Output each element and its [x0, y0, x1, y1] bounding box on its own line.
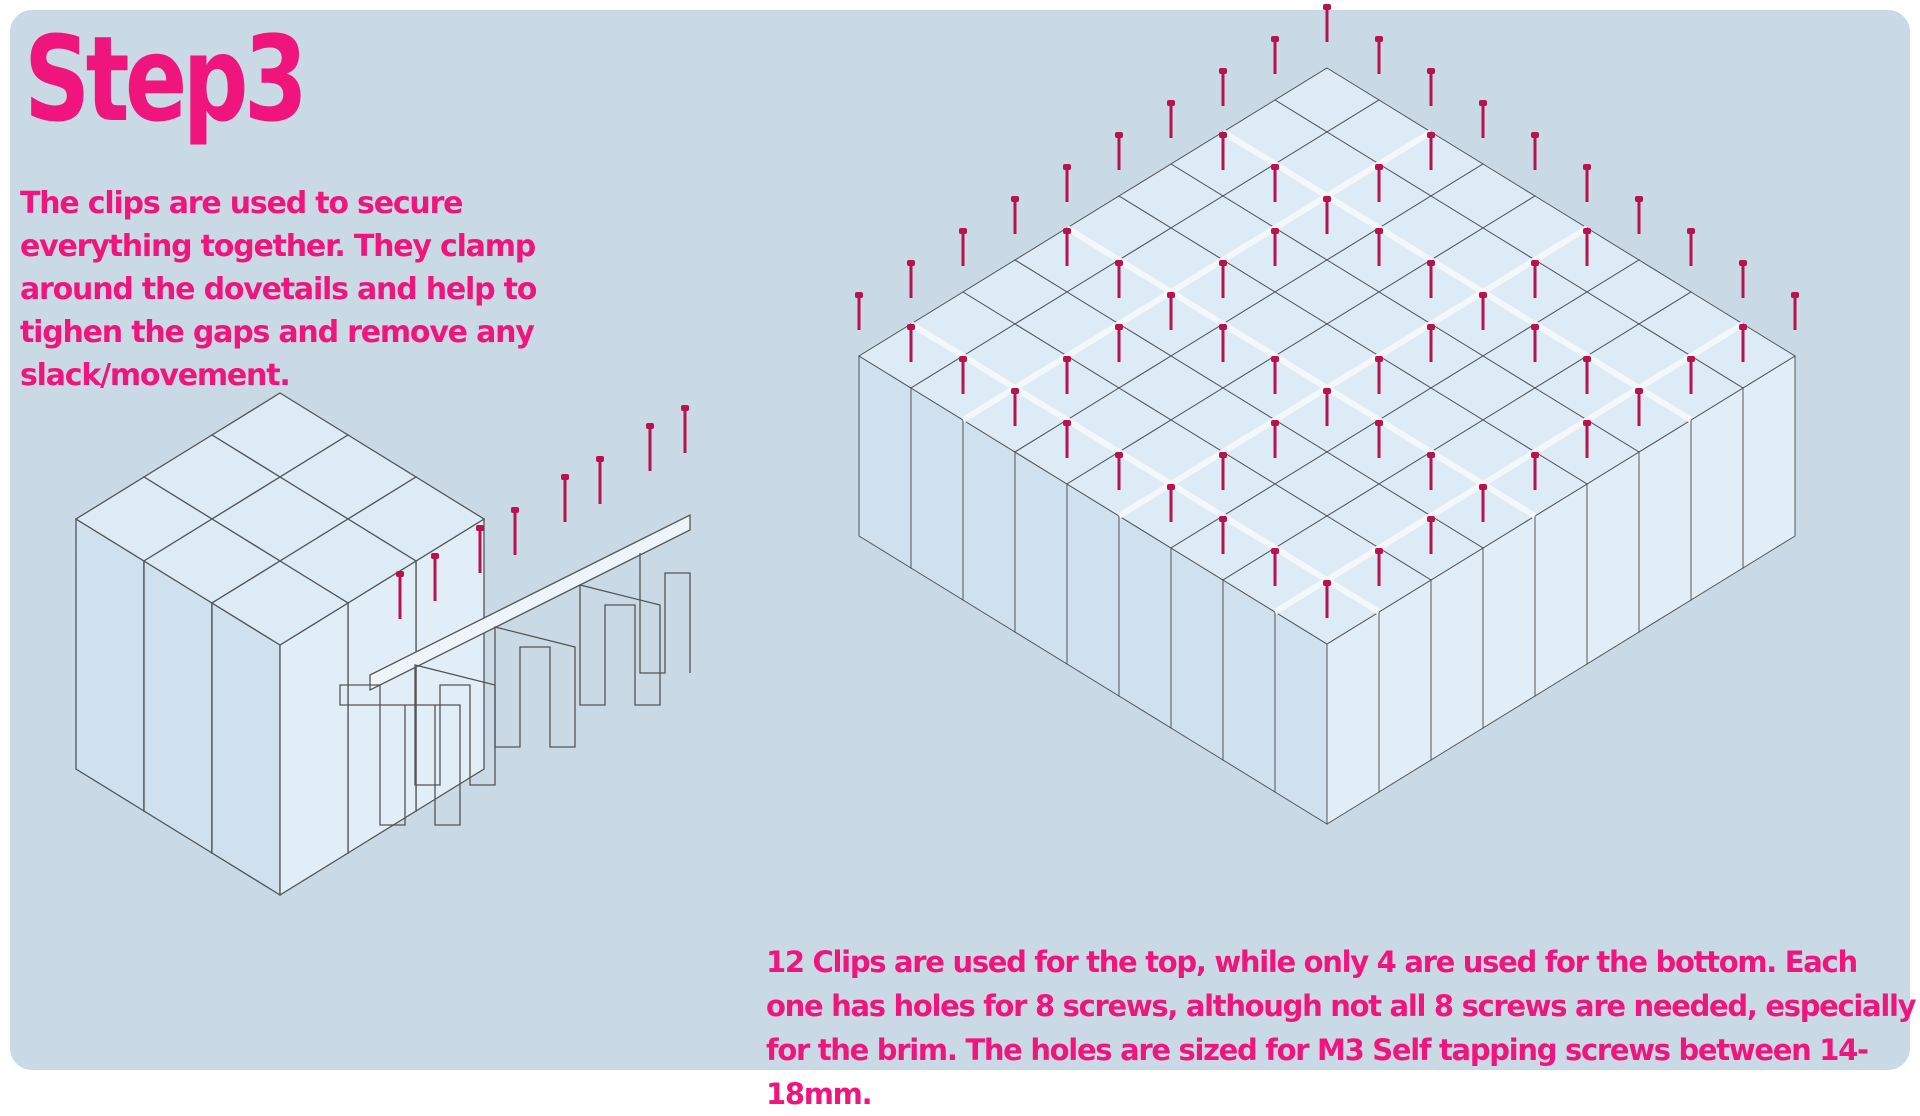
screw-icon [855, 292, 863, 330]
screw-icon [476, 525, 484, 573]
screw-icon [1323, 196, 1331, 234]
clip-illustration [1221, 129, 1693, 423]
screw-icon [1427, 260, 1435, 298]
block-grid-large [858, 67, 1796, 825]
screw-icon [1583, 164, 1591, 202]
screw-icon [1271, 548, 1279, 586]
clip-illustration [961, 129, 1433, 423]
screw-icon [1271, 164, 1279, 202]
screw-icon [1375, 356, 1383, 394]
clip-illustration [1273, 321, 1745, 615]
screw-icon [1687, 356, 1695, 394]
clip-count-text: 12 Clips are used for the top, while onl… [766, 945, 1917, 1111]
screw-icon [1219, 516, 1227, 554]
clip-illustration [909, 321, 1381, 615]
screw-icon [1271, 420, 1279, 458]
screw-icon [1011, 196, 1019, 234]
screw-icon [959, 356, 967, 394]
screw-icon [1583, 356, 1591, 394]
clip-illustration [339, 513, 691, 826]
block-grid-small [74, 392, 486, 897]
screw-icon [907, 260, 915, 298]
screw-icon [1583, 228, 1591, 266]
screw-icon [1115, 132, 1123, 170]
screw-icon [596, 456, 604, 504]
screw-icon [1219, 452, 1227, 490]
screw-icon [561, 474, 569, 522]
screw-icon [1375, 164, 1383, 202]
screw-group [396, 405, 689, 619]
screw-icon [646, 423, 654, 471]
screw-icon [511, 507, 519, 555]
screw-icon [1219, 68, 1227, 106]
screw-icon [1687, 228, 1695, 266]
screw-icon [1375, 420, 1383, 458]
screw-icon [1063, 356, 1071, 394]
screw-icon [907, 324, 915, 362]
screw-icon [1115, 452, 1123, 490]
screw-icon [1219, 260, 1227, 298]
screw-icon [396, 571, 404, 619]
screw-icon [1427, 132, 1435, 170]
screw-icon [1427, 68, 1435, 106]
grid-overview-illustration [855, 4, 1799, 825]
screw-icon [1635, 388, 1643, 426]
screw-icon [1635, 196, 1643, 234]
screw-icon [1271, 356, 1279, 394]
screw-icon [1323, 388, 1331, 426]
screw-icon [1791, 292, 1799, 330]
clip-illustration [1117, 225, 1589, 519]
screw-icon [1167, 100, 1175, 138]
screw-icon [1219, 132, 1227, 170]
screw-icon [1375, 228, 1383, 266]
screw-icon [1115, 324, 1123, 362]
screw-icon [1739, 324, 1747, 362]
screw-icon [1479, 100, 1487, 138]
screw-icon [1063, 228, 1071, 266]
clip-network [909, 129, 1745, 615]
screw-icon [1011, 388, 1019, 426]
screw-icon [1479, 292, 1487, 330]
screw-array [855, 4, 1799, 618]
screw-icon [681, 405, 689, 453]
screw-icon [1427, 516, 1435, 554]
clip-detail-illustration [74, 392, 691, 897]
screw-icon [1167, 484, 1175, 522]
screw-icon [1531, 260, 1539, 298]
screw-icon [1531, 452, 1539, 490]
screw-icon [1531, 132, 1539, 170]
screw-icon [1063, 420, 1071, 458]
grid-block [210, 560, 350, 897]
screw-icon [1375, 36, 1383, 74]
screw-icon [1479, 484, 1487, 522]
screw-icon [1427, 452, 1435, 490]
screw-icon [1583, 420, 1591, 458]
screw-icon [1531, 324, 1539, 362]
screw-icon [1323, 4, 1331, 42]
screw-icon [1115, 260, 1123, 298]
screw-icon [431, 553, 439, 601]
screw-icon [1167, 292, 1175, 330]
screw-icon [1271, 228, 1279, 266]
step-panel: Step3 The clips are used to secure every… [10, 4, 1917, 1111]
clip-purpose-text: The clips are used to secure everything … [20, 186, 537, 393]
screw-icon [1375, 548, 1383, 586]
screw-icon [1271, 36, 1279, 74]
screw-icon [1323, 580, 1331, 618]
clip-illustration [1065, 225, 1537, 519]
screw-icon [1427, 324, 1435, 362]
screw-icon [959, 228, 967, 266]
screw-icon [1063, 164, 1071, 202]
screw-icon [1219, 324, 1227, 362]
page-title: Step3 [24, 10, 308, 148]
screw-icon [1739, 260, 1747, 298]
